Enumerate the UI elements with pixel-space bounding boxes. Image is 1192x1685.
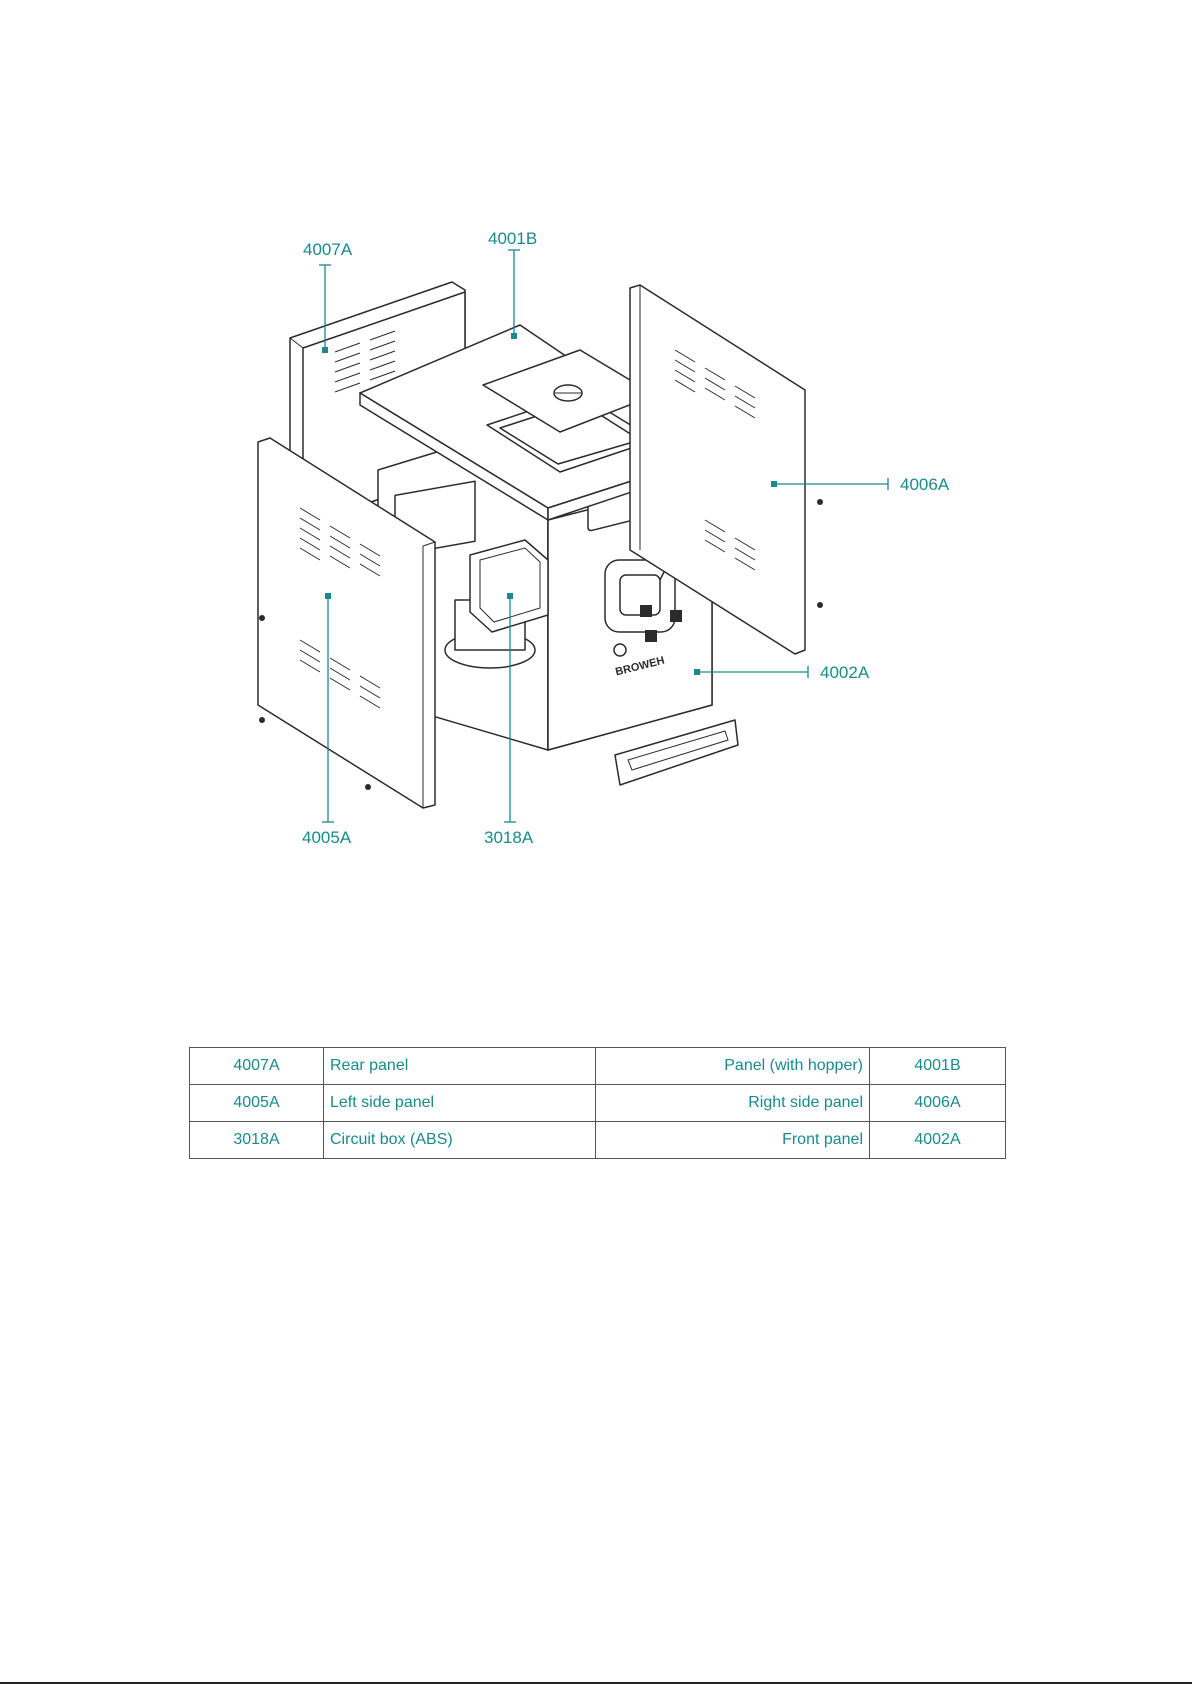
exploded-view-diagram: BROWEH <box>0 0 1192 920</box>
callout-label: 4005A <box>302 828 352 847</box>
callout-label: 3018A <box>484 828 534 847</box>
part-name: Circuit box (ABS) <box>324 1122 596 1159</box>
callout-label: 4007A <box>303 240 353 259</box>
part-code: 4002A <box>870 1122 1006 1159</box>
callout-label: 4002A <box>820 663 870 682</box>
page-bottom-rule <box>0 1682 1192 1684</box>
drip-tray <box>615 720 738 785</box>
part-name: Front panel <box>596 1122 870 1159</box>
part-code: 4006A <box>870 1085 1006 1122</box>
part-name: Left side panel <box>324 1085 596 1122</box>
circuit-box <box>470 540 548 632</box>
callout-label: 4001B <box>488 229 537 248</box>
part-code: 3018A <box>190 1122 324 1159</box>
part-code: 4001B <box>870 1048 1006 1085</box>
part-name: Right side panel <box>596 1085 870 1122</box>
part-code: 4007A <box>190 1048 324 1085</box>
table-row: 4005A Left side panel Right side panel 4… <box>190 1085 1006 1122</box>
part-name: Panel (with hopper) <box>596 1048 870 1085</box>
part-code: 4005A <box>190 1085 324 1122</box>
callout-front: 4002A <box>694 663 870 682</box>
table-row: 3018A Circuit box (ABS) Front panel 4002… <box>190 1122 1006 1159</box>
right-screw-icons <box>817 499 823 608</box>
table-row: 4007A Rear panel Panel (with hopper) 400… <box>190 1048 1006 1085</box>
callout-top: 4001B <box>488 229 537 339</box>
parts-table: 4007A Rear panel Panel (with hopper) 400… <box>189 1047 1006 1159</box>
callout-label: 4006A <box>900 475 950 494</box>
part-name: Rear panel <box>324 1048 596 1085</box>
